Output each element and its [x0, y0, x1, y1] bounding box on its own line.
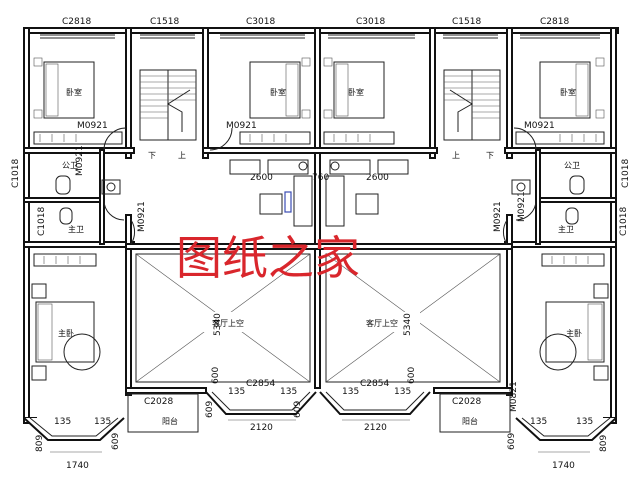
dim-600-l: 600 [211, 367, 221, 384]
window-label-top-left: C2818 [62, 17, 91, 27]
room-label-bed-ml: 卧室 [270, 87, 286, 97]
dim-135-d: 135 [394, 387, 411, 397]
dim-760: 760 [312, 173, 329, 183]
door-label-bed-tl: M0921 [77, 121, 108, 131]
room-label-public-bath-l: 公卫 [62, 161, 78, 170]
bed-mid-right [323, 57, 385, 119]
dim-609-mr: 609 [293, 401, 303, 418]
window-label-stair-left: C1518 [150, 17, 179, 27]
door-label-bed-ml: M0921 [226, 121, 257, 131]
window-label-bed-mid-left: C3018 [246, 17, 275, 27]
window-label-stair-right: C1518 [452, 17, 481, 27]
door-swings [103, 127, 537, 245]
door-label-liv-r: M0921 [493, 201, 503, 232]
dim-2120-l: 2120 [250, 423, 273, 433]
bath-fixtures [55, 175, 585, 225]
walls [23, 27, 619, 424]
dim-135-b: 135 [280, 387, 297, 397]
window-label-side-right-1: C1018 [621, 159, 631, 188]
dim-809-r: 809 [599, 435, 609, 452]
dim-5340-r: 5340 [403, 313, 413, 336]
door-label-bath-r: M0921 [517, 191, 527, 222]
window-label-bay-left: C2854 [246, 379, 275, 389]
dim-1740-l: 1740 [66, 461, 89, 471]
window-label-side-left-2: C1018 [37, 207, 47, 236]
dim-809-l: 809 [35, 435, 45, 452]
room-label-private-bath-r: 主卫 [558, 224, 574, 234]
room-label-balcony-l: 阳台 [162, 416, 178, 426]
stair-right-up: 上 [452, 151, 460, 160]
bed-mid-left [249, 57, 311, 119]
stair-right-down: 下 [486, 151, 494, 160]
dim-135-a: 135 [228, 387, 245, 397]
master-bed-left [31, 283, 101, 381]
dim-600-r: 600 [407, 367, 417, 384]
stair-left-up: 上 [178, 151, 186, 160]
balconies [127, 393, 511, 433]
dim-135-e: 135 [54, 417, 71, 427]
top-windows [40, 34, 600, 39]
master-bed-right [539, 283, 609, 381]
stair-left [139, 69, 197, 141]
room-label-bed-tr: 卧室 [560, 87, 576, 97]
wardrobes [33, 131, 605, 145]
door-label-master-r: M0821 [509, 381, 519, 412]
room-label-master-r: 主卧 [566, 328, 582, 338]
bay-windows [23, 391, 617, 441]
watermark: 图纸之家 [176, 231, 360, 285]
dim-2600-l: 2600 [250, 173, 273, 183]
dim-609-r: 609 [507, 433, 517, 450]
dim-5340-l: 5340 [213, 313, 223, 336]
door-label-bed-tr: M0921 [524, 121, 555, 131]
room-label-living-void-r: 客厅上空 [366, 318, 398, 328]
dim-135-f: 135 [94, 417, 111, 427]
window-label-side-left-1: C1018 [11, 159, 21, 188]
window-label-balcony-left: C2028 [144, 397, 173, 407]
room-label-public-bath-r: 公卫 [564, 161, 580, 170]
master-wardrobes [33, 253, 605, 267]
stair-left-down: 下 [148, 151, 156, 160]
window-label-balcony-right: C2028 [452, 397, 481, 407]
dim-609-l: 609 [111, 433, 121, 450]
dim-609-ml: 609 [205, 401, 215, 418]
room-label-bed-tl: 卧室 [66, 87, 82, 97]
door-label-liv-l: M0921 [137, 201, 147, 232]
central-core [229, 159, 409, 227]
dim-1740-r: 1740 [552, 461, 575, 471]
window-label-top-right: C2818 [540, 17, 569, 27]
room-label-master-l: 主卧 [58, 328, 74, 338]
room-label-living-void-l: 客厅上空 [212, 318, 244, 328]
dim-135-h: 135 [576, 417, 593, 427]
window-label-bed-mid-right: C3018 [356, 17, 385, 27]
room-label-bed-mr: 卧室 [348, 87, 364, 97]
bed-top-right [539, 57, 605, 119]
dim-135-c: 135 [342, 387, 359, 397]
door-label-bath-l: M0921 [75, 145, 85, 176]
bed-top-left [33, 57, 95, 119]
dimension-lines [50, 419, 590, 453]
dim-2120-r: 2120 [364, 423, 387, 433]
window-label-side-right-2: C1018 [619, 207, 629, 236]
window-label-bay-right: C2854 [360, 379, 389, 389]
room-label-balcony-r: 阳台 [462, 416, 478, 426]
room-label-private-bath-l: 主卫 [68, 224, 84, 234]
stair-right [443, 69, 501, 141]
dim-2600-r: 2600 [366, 173, 389, 183]
dim-135-g: 135 [530, 417, 547, 427]
